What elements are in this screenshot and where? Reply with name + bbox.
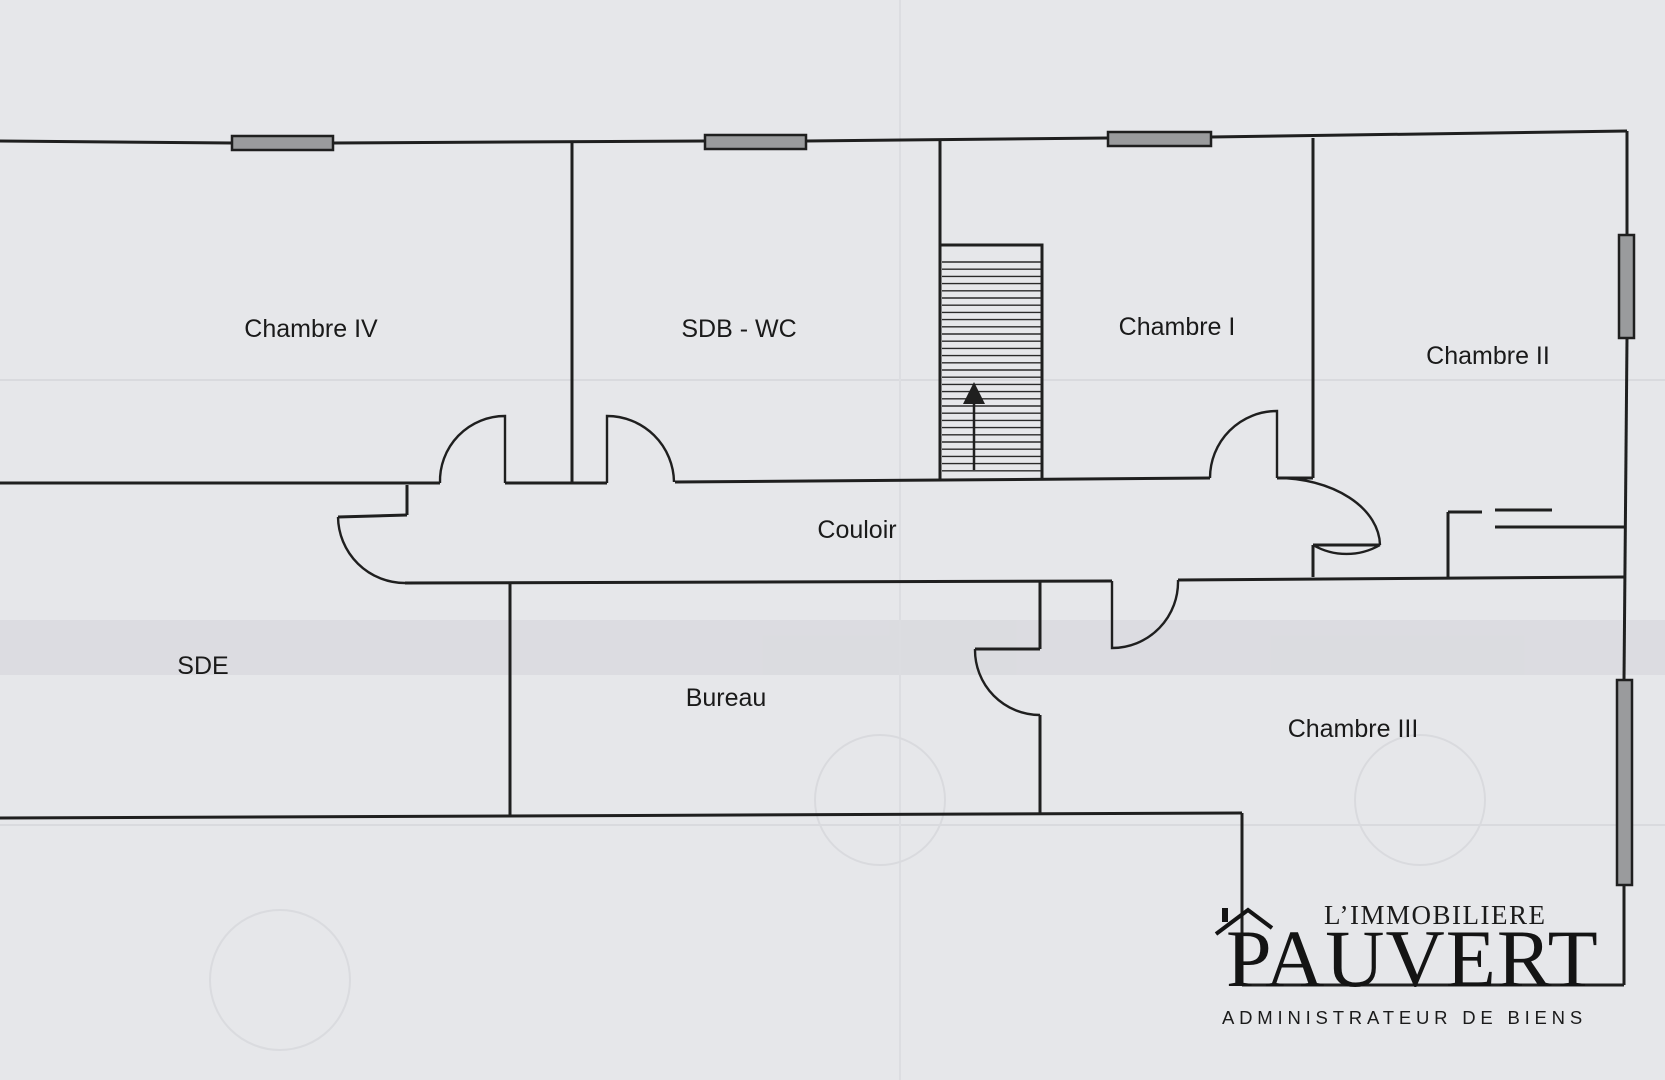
- staircase-icon: [940, 243, 1044, 480]
- logo-tagline: ADMINISTRATEUR DE BIENS: [1222, 1007, 1587, 1028]
- door-chambre-iv: [438, 414, 507, 484]
- label-chambre-ii: Chambre II: [1426, 342, 1550, 370]
- doors: [336, 409, 1382, 717]
- chimney: [1222, 908, 1228, 922]
- wall-bottom-left: [0, 811, 1243, 820]
- paper-circle: [209, 909, 351, 1051]
- wall-top-1: [0, 139, 233, 145]
- stair-outline: [940, 243, 1044, 480]
- wall-top-3: [805, 136, 1109, 143]
- door-chambre-ii: [1312, 543, 1381, 556]
- door-chambre-ii-swing: [1276, 476, 1382, 546]
- window-chambre-iv: [230, 134, 335, 152]
- window-chambre-ii: [1617, 233, 1636, 340]
- paper-circle: [814, 734, 946, 866]
- door-bureau: [973, 648, 1041, 717]
- door-chambre-i: [1208, 409, 1279, 479]
- arrow-up-icon: [963, 382, 985, 404]
- logo-brand: PAUVERT: [1226, 913, 1599, 1004]
- corridor-top-3: [674, 476, 1211, 484]
- label-sde: SDE: [177, 652, 228, 680]
- label-sdb-wc: SDB - WC: [681, 315, 796, 343]
- window-chambre-iii: [1615, 678, 1634, 887]
- room-labels: Chambre IV SDB - WC Chambre I Chambre II…: [177, 313, 1550, 743]
- logo-top-line: L’IMMOBILIERE: [1324, 900, 1547, 930]
- corridor-bottom-1: [404, 579, 1113, 585]
- label-chambre-iii: Chambre III: [1288, 715, 1419, 743]
- paper-band: [0, 620, 1665, 675]
- corridor-bottom-2: [1177, 575, 1625, 582]
- door-sde: [336, 516, 406, 585]
- window-chambre-i: [1106, 130, 1213, 148]
- label-chambre-i: Chambre I: [1119, 313, 1236, 341]
- wall-right-2: [1622, 337, 1629, 681]
- door-sdb-wc: [605, 414, 676, 483]
- walls: [0, 129, 1629, 987]
- house-roof-icon: [1214, 907, 1274, 936]
- roof-line: [1214, 907, 1274, 936]
- label-chambre-iv: Chambre IV: [244, 315, 378, 343]
- wall-top-4: [1210, 129, 1628, 139]
- label-couloir: Couloir: [817, 516, 896, 544]
- label-bureau: Bureau: [686, 684, 767, 712]
- paper-circle: [1354, 734, 1486, 866]
- door-chambre-iii: [1110, 579, 1180, 650]
- agency-logo: L’IMMOBILIERE PAUVERT ADMINISTRATEUR DE …: [1212, 890, 1632, 1030]
- windows: [230, 130, 1636, 887]
- wall-top-2: [332, 139, 706, 145]
- window-sdb: [703, 133, 808, 151]
- corridor-left-door-base: [337, 513, 408, 519]
- stair-treads: [942, 261, 1041, 472]
